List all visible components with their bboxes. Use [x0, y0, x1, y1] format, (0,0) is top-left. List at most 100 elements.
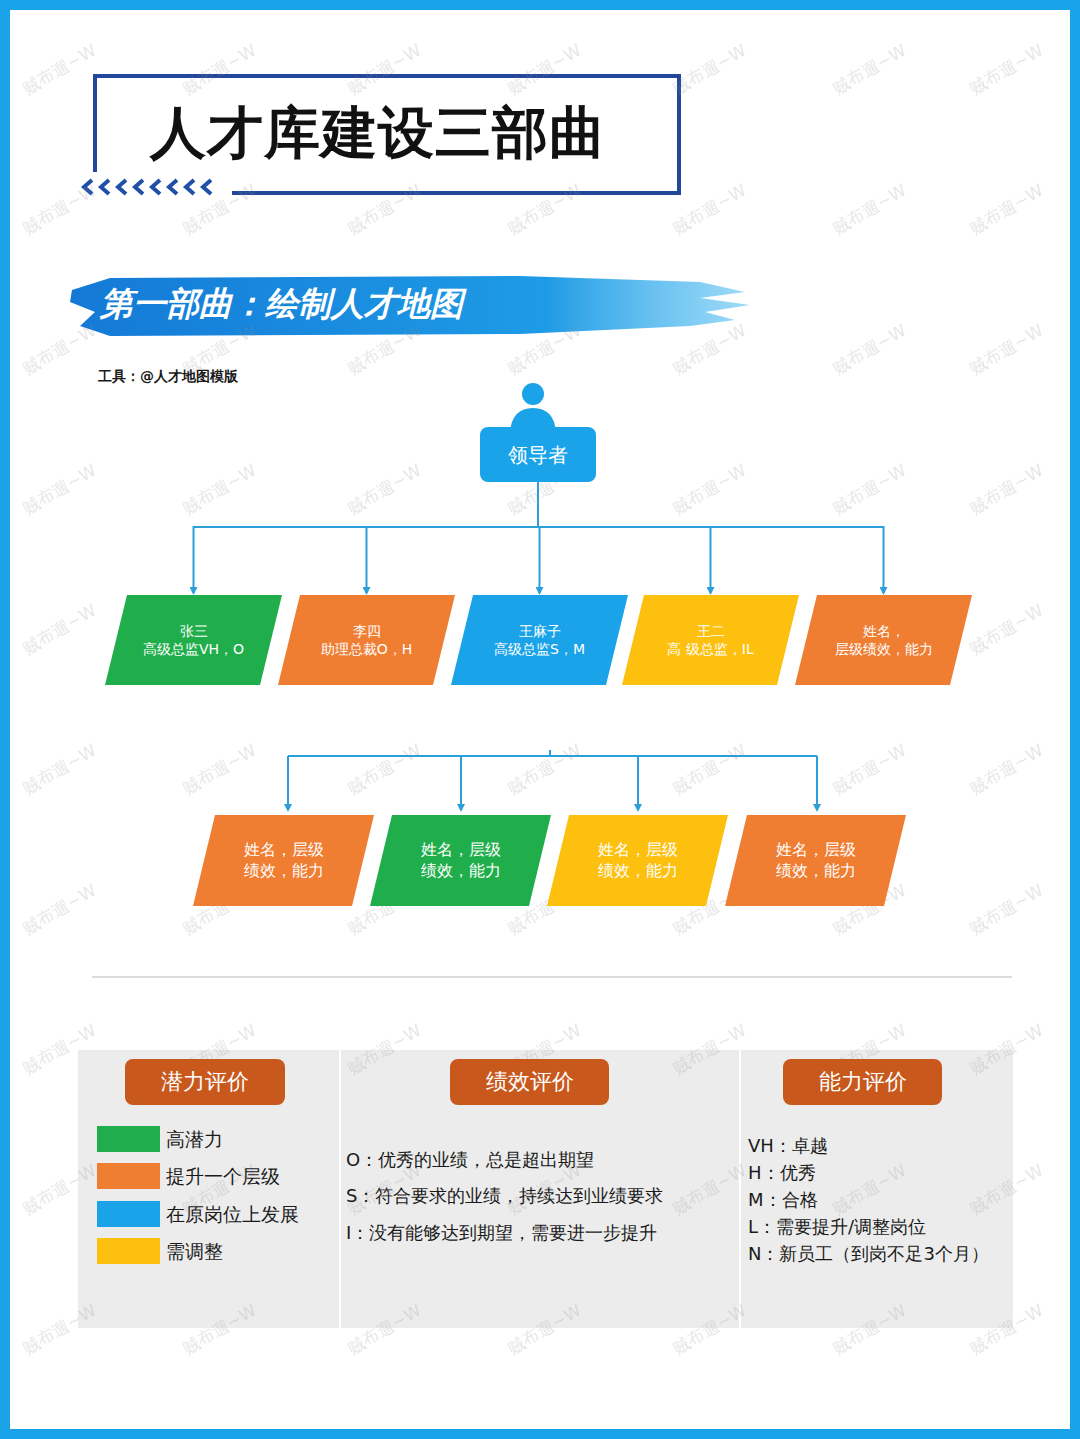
watermark: 贼布遛~W — [828, 319, 911, 380]
watermark: 贼布遛~W — [965, 319, 1048, 380]
performance-line: S：符合要求的业绩，持续达到业绩要求 — [346, 1184, 663, 1208]
parallelogram-shape — [795, 595, 972, 685]
node-text: 绩效，能力 — [776, 861, 856, 882]
title-frame — [95, 76, 679, 193]
parallelogram-shape — [451, 595, 628, 685]
parallelogram-fill — [622, 595, 799, 685]
person-box: 张三高级总监VH，O — [105, 595, 282, 685]
ability-line: H：优秀 — [748, 1161, 816, 1185]
watermark: 贼布遛~W — [965, 179, 1048, 240]
rating-heading: 能力评价 — [783, 1059, 942, 1105]
watermark: 贼布遛~W — [178, 459, 261, 520]
watermark: 贼布遛~W — [178, 179, 261, 240]
watermark: 贼布遛~W — [828, 739, 911, 800]
parallelogram-fill — [725, 815, 906, 906]
watermark: 贼布遛~W — [965, 459, 1048, 520]
node-text: 姓名，层级 — [421, 840, 501, 861]
watermark: 贼布遛~W — [18, 459, 101, 520]
parallelogram-shape — [105, 595, 282, 685]
watermark: 贼布遛~W — [18, 39, 101, 100]
parallelogram-fill — [451, 595, 628, 685]
node-text: 张三 — [180, 622, 208, 640]
node-text: 助理总裁O，H — [321, 640, 413, 658]
parallelogram-fill — [795, 595, 972, 685]
parallelogram-fill — [370, 815, 551, 906]
ability-line: VH：卓越 — [748, 1134, 828, 1158]
section-band: 第一部曲：绘制人才地图 — [100, 278, 580, 330]
watermark: 贼布遛~W — [343, 739, 426, 800]
watermark: 贼布遛~W — [503, 39, 586, 100]
watermark: 贼布遛~W — [828, 459, 911, 520]
watermark: 贼布遛~W — [668, 739, 751, 800]
parallelogram-fill — [193, 815, 374, 906]
person-box: 王二高 级总监，IL — [622, 595, 799, 685]
parallelogram-fill — [278, 595, 455, 685]
node-text: 王麻子 — [519, 622, 561, 640]
node-text: 领导者 — [508, 442, 568, 468]
tool-note: 工具：@人才地图模版 — [98, 368, 238, 386]
node-text: 绩效评价 — [486, 1068, 574, 1097]
person-box: 姓名，层级绩效，能力 — [370, 815, 551, 906]
node-text: 姓名， — [863, 622, 905, 640]
watermark: 贼布遛~W — [668, 319, 751, 380]
parallelogram-fill — [105, 595, 282, 685]
watermark: 贼布遛~W — [828, 179, 911, 240]
legend-swatch — [97, 1238, 160, 1264]
watermark: 贼布遛~W — [18, 1299, 101, 1360]
parallelogram-shape — [278, 595, 455, 685]
legend-swatch — [97, 1163, 160, 1189]
node-text: 绩效，能力 — [421, 861, 501, 882]
legend-text: 高潜力 — [166, 1127, 223, 1153]
parallelogram-fill — [547, 815, 728, 906]
watermark: 贼布遛~W — [503, 739, 586, 800]
watermark: 贼布遛~W — [178, 739, 261, 800]
ability-line: L：需要提升/调整岗位 — [748, 1215, 926, 1239]
panel-divider — [339, 1050, 341, 1328]
leader-box: 领导者 — [480, 427, 596, 482]
ability-line: N：新员工（到岗不足3个月） — [748, 1242, 989, 1266]
node-text: 姓名，层级 — [776, 840, 856, 861]
watermark: 贼布遛~W — [965, 739, 1048, 800]
person-box: 姓名，层级绩效，能力 — [547, 815, 728, 906]
watermark: 贼布遛~W — [965, 39, 1048, 100]
person-box: 王麻子高级总监S，M — [451, 595, 628, 685]
ability-line: M：合格 — [748, 1188, 818, 1212]
panel-divider — [739, 1050, 741, 1328]
watermark: 贼布遛~W — [18, 319, 101, 380]
performance-line: O：优秀的业绩，总是超出期望 — [346, 1148, 594, 1172]
watermark: 贼布遛~W — [828, 39, 911, 100]
node-text: 王二 — [697, 622, 725, 640]
legend-text: 需调整 — [166, 1239, 223, 1265]
node-text: 姓名，层级 — [598, 840, 678, 861]
watermark: 贼布遛~W — [178, 39, 261, 100]
node-text: 绩效，能力 — [598, 861, 678, 882]
chevrons — [84, 180, 211, 194]
watermark: 贼布遛~W — [18, 879, 101, 940]
person-head — [522, 383, 544, 405]
person-box: 姓名，层级绩效，能力 — [795, 595, 972, 685]
node-text: 姓名，层级 — [244, 840, 324, 861]
legend-text: 在原岗位上发展 — [166, 1202, 299, 1228]
watermark: 贼布遛~W — [668, 39, 751, 100]
node-text: 第一部曲：绘制人才地图 — [100, 283, 463, 326]
legend-swatch — [97, 1201, 160, 1227]
watermark: 贼布遛~W — [343, 459, 426, 520]
divider-line — [92, 976, 1012, 978]
watermark: 贼布遛~W — [503, 179, 586, 240]
watermark: 贼布遛~W — [18, 739, 101, 800]
node-text: 绩效，能力 — [244, 861, 324, 882]
performance-line: I：没有能够达到期望，需要进一步提升 — [346, 1221, 657, 1245]
watermark: 贼布遛~W — [18, 599, 101, 660]
watermark: 贼布遛~W — [18, 179, 101, 240]
legend-text: 提升一个层级 — [166, 1164, 280, 1190]
page-title: 人才库建设三部曲 — [150, 96, 606, 172]
watermark: 贼布遛~W — [343, 179, 426, 240]
node-text: 潜力评价 — [161, 1068, 249, 1097]
rating-heading: 绩效评价 — [450, 1059, 609, 1105]
person-box: 姓名，层级绩效，能力 — [725, 815, 906, 906]
node-text: 层级绩效，能力 — [835, 640, 933, 658]
rating-panel — [78, 1050, 1013, 1328]
node-text: 高级总监VH，O — [143, 640, 244, 658]
node-text: 李四 — [353, 622, 381, 640]
watermark: 贼布遛~W — [965, 599, 1048, 660]
